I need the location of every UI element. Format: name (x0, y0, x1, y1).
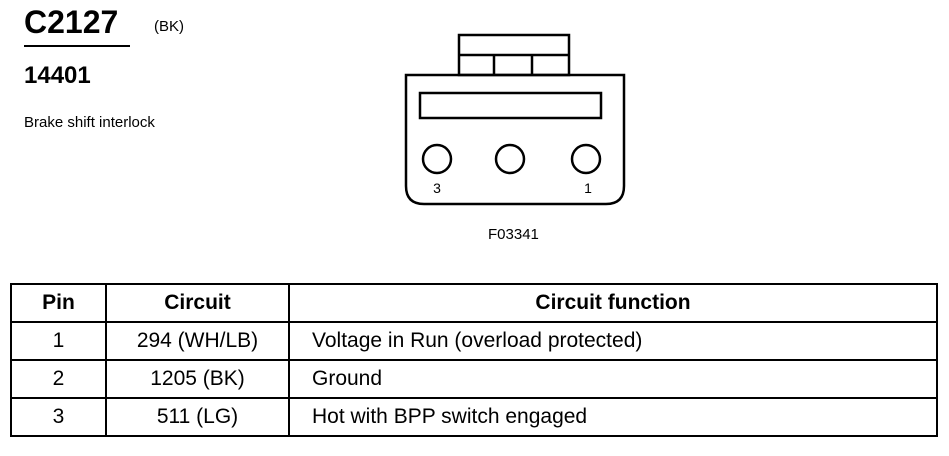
header-pin: Pin (10, 283, 107, 323)
cell-function: Hot with BPP switch engaged (288, 397, 938, 437)
connector-id: C2127 (24, 4, 119, 40)
pin-label-3: 3 (433, 180, 441, 196)
cell-circuit: 1205 (BK) (105, 359, 290, 399)
cell-function: Ground (288, 359, 938, 399)
connector-color: (BK) (154, 18, 184, 35)
pinout-table: Pin Circuit Circuit function 1 294 (WH/L… (10, 283, 938, 437)
pin-cavity-1 (570, 143, 602, 175)
table-header-row: Pin Circuit Circuit function (10, 283, 938, 323)
header-circuit: Circuit (105, 283, 290, 323)
pin-cavity-3 (421, 143, 453, 175)
cell-pin: 2 (10, 359, 107, 399)
connector-description: Brake shift interlock (24, 114, 155, 131)
title-underline (24, 45, 130, 47)
header-function: Circuit function (288, 283, 938, 323)
table-row: 1 294 (WH/LB) Voltage in Run (overload p… (10, 321, 938, 361)
pin-label-1: 1 (584, 180, 592, 196)
table-row: 2 1205 (BK) Ground (10, 359, 938, 399)
figure-id: F03341 (488, 226, 539, 243)
cell-pin: 1 (10, 321, 107, 361)
connector-body (404, 73, 626, 206)
cell-pin: 3 (10, 397, 107, 437)
pin-cavity-2 (494, 143, 526, 175)
terminal-slot (418, 91, 603, 120)
cell-circuit: 511 (LG) (105, 397, 290, 437)
part-number: 14401 (24, 62, 91, 89)
table-row: 3 511 (LG) Hot with BPP switch engaged (10, 397, 938, 437)
cell-circuit: 294 (WH/LB) (105, 321, 290, 361)
connector-face-diagram: 3 1 (404, 33, 626, 206)
cell-function: Voltage in Run (overload protected) (288, 321, 938, 361)
